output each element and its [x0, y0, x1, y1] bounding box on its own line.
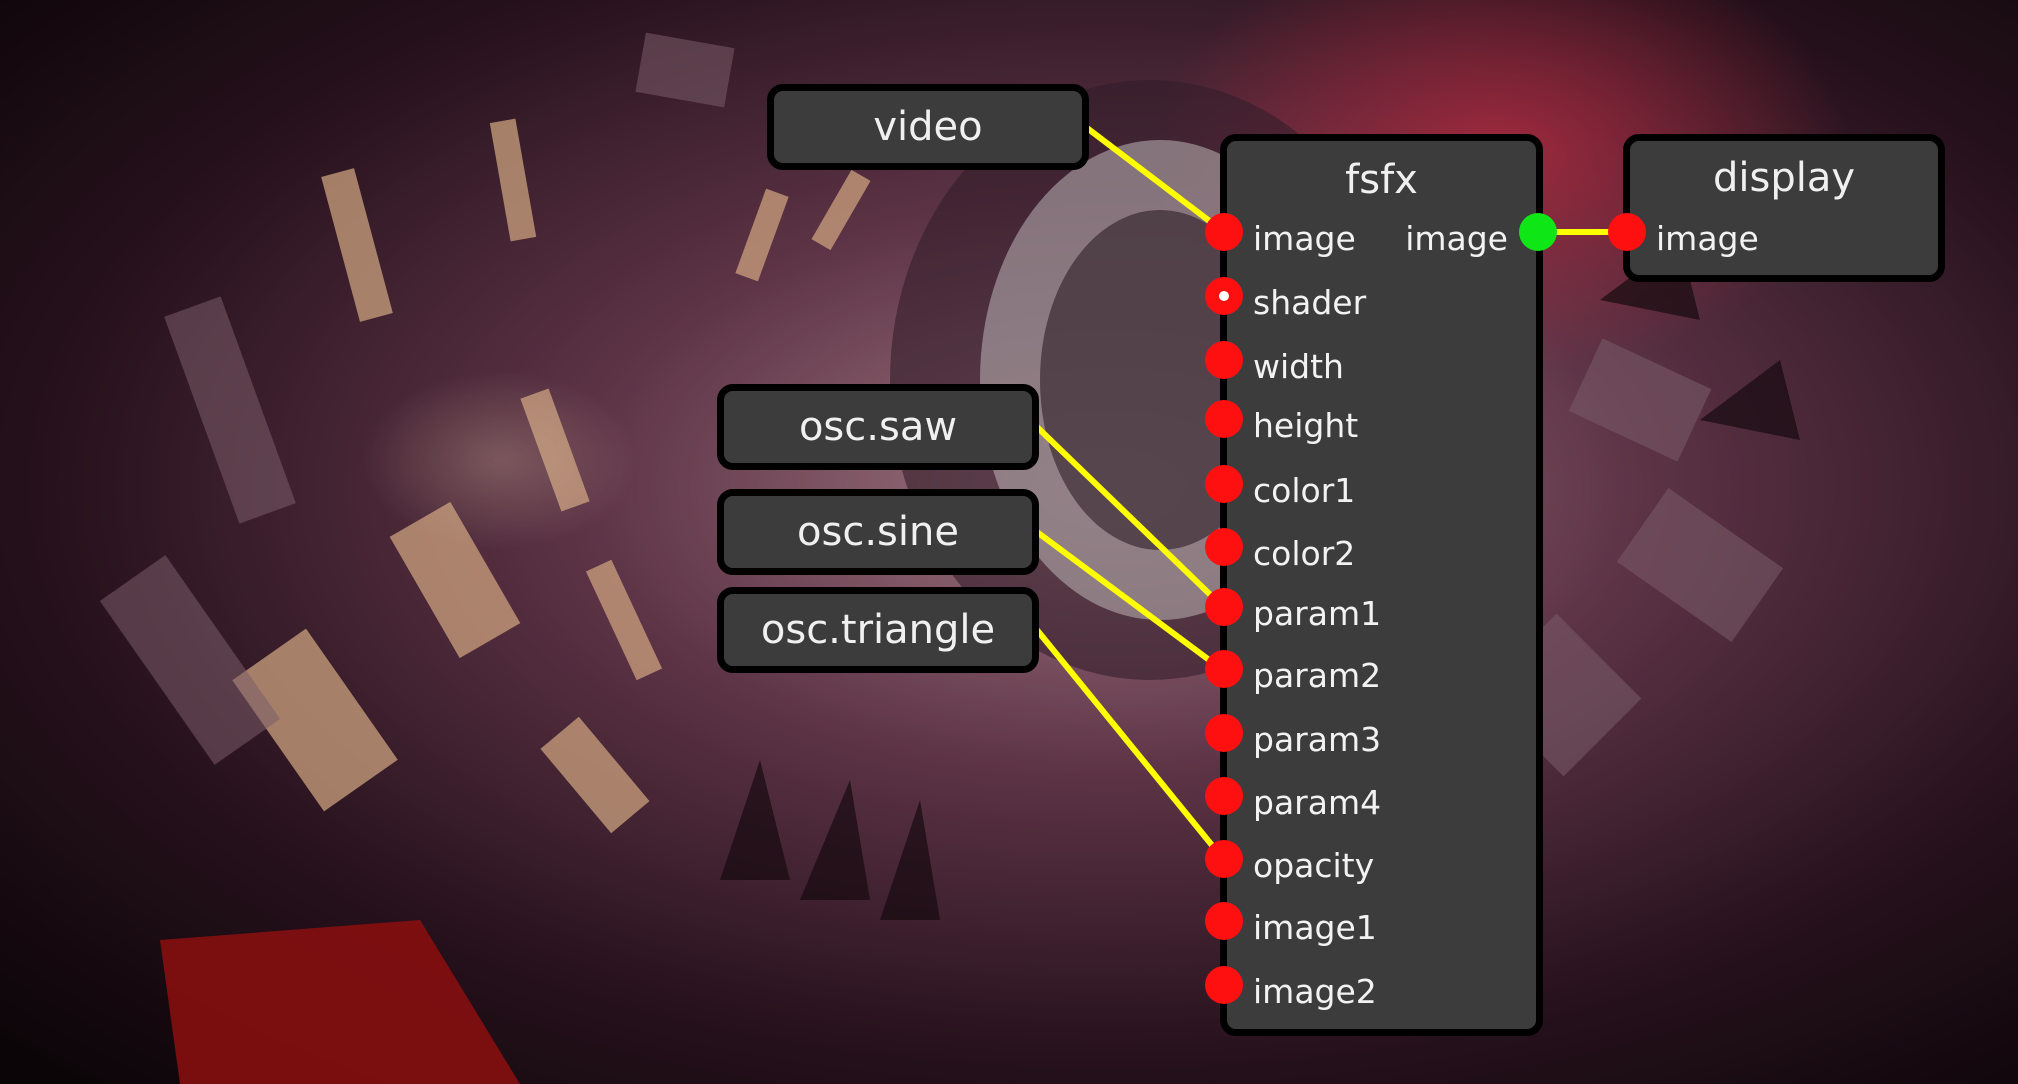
node-osc-triangle[interactable]: osc.triangle: [717, 587, 1039, 673]
input-port-color2[interactable]: [1205, 528, 1243, 566]
node-title: display: [1712, 155, 1856, 201]
input-port-label-image: image: [1253, 219, 1356, 258]
node-title: osc.saw: [798, 404, 958, 450]
input-port-label-param1: param1: [1253, 594, 1382, 633]
input-port-param1[interactable]: [1205, 588, 1243, 626]
input-port-shader[interactable]: [1205, 277, 1243, 315]
output-port-image[interactable]: [1519, 213, 1557, 251]
input-port-label-image2: image2: [1253, 972, 1377, 1011]
input-port-image[interactable]: [1205, 213, 1243, 251]
input-port-height[interactable]: [1205, 400, 1243, 438]
node-title: video: [873, 104, 983, 150]
node-video[interactable]: video: [767, 84, 1089, 170]
input-port-label-image1: image1: [1253, 908, 1377, 947]
node-fsfx[interactable]: fsfx image image shader width height col…: [1220, 134, 1543, 1036]
input-port-label-param2: param2: [1253, 656, 1382, 695]
input-port-image1[interactable]: [1205, 902, 1243, 940]
input-port-label-image: image: [1656, 219, 1759, 258]
input-port-label-param3: param3: [1253, 720, 1382, 759]
node-display[interactable]: display image: [1623, 134, 1945, 282]
input-port-color1[interactable]: [1205, 465, 1243, 503]
display-input-port-image[interactable]: [1608, 213, 1646, 251]
input-port-param4[interactable]: [1205, 777, 1243, 815]
output-port-label: image: [1405, 219, 1508, 258]
node-osc-sine[interactable]: osc.sine: [717, 489, 1039, 575]
input-port-label-shader: shader: [1253, 283, 1367, 322]
input-port-label-color1: color1: [1253, 471, 1356, 510]
input-port-param2[interactable]: [1205, 650, 1243, 688]
node-title: osc.sine: [797, 509, 959, 555]
input-port-label-height: height: [1253, 406, 1359, 445]
node-osc-saw[interactable]: osc.saw: [717, 384, 1039, 470]
node-title: osc.triangle: [760, 607, 996, 653]
input-port-width[interactable]: [1205, 341, 1243, 379]
input-port-label-color2: color2: [1253, 534, 1356, 573]
node-title: fsfx: [1345, 157, 1418, 203]
input-port-label-param4: param4: [1253, 783, 1382, 822]
input-port-label-width: width: [1253, 347, 1344, 386]
selected-dot-icon: [1219, 291, 1229, 301]
input-port-image2[interactable]: [1205, 966, 1243, 1004]
input-port-opacity[interactable]: [1205, 840, 1243, 878]
input-port-param3[interactable]: [1205, 714, 1243, 752]
input-port-label-opacity: opacity: [1253, 846, 1375, 885]
